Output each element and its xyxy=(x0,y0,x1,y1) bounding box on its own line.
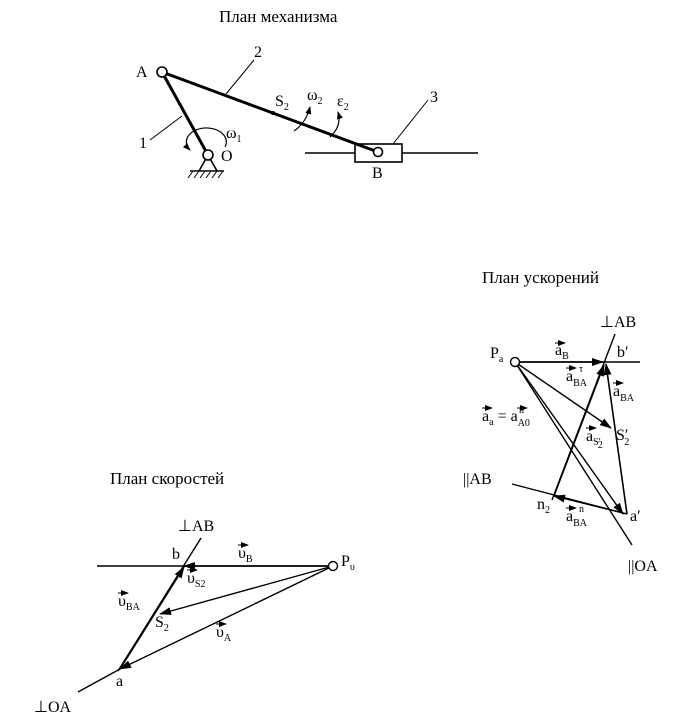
label-vel-s2: S2 xyxy=(155,614,169,634)
label-omega1: ω1 xyxy=(226,125,242,145)
label-acc-b: b′ xyxy=(617,344,629,361)
joint-o xyxy=(202,149,214,161)
label-vel-perp-oa: ⊥OA xyxy=(34,699,71,716)
label-link-3: 3 xyxy=(430,89,438,106)
acceleration-plan: ⊥AB ||AB ||OA Pa b′ a′ S′2 n2 aB aBAτ aB… xyxy=(463,314,658,575)
label-vel-perp-ab: ⊥AB xyxy=(178,518,214,535)
connecting-rod-link-2 xyxy=(161,70,379,154)
label-acc-n2: n2 xyxy=(537,496,550,516)
omega1-arc-icon xyxy=(182,127,227,151)
label-vel-b: b xyxy=(172,546,180,563)
epsilon2-arc-icon xyxy=(329,111,343,138)
mechanism-diagram: A O B 1 2 3 S2 ω1 ω2 ε2 xyxy=(136,44,478,182)
acc-par-oa-line xyxy=(514,361,633,546)
mechanism-plan-title: План механизма xyxy=(219,7,338,26)
vector-vba xyxy=(119,566,185,670)
leader-link-2 xyxy=(225,59,255,95)
label-point-b: B xyxy=(372,165,383,182)
velocity-plan: ⊥AB ⊥OA Pυ b a S2 υB υS2 υBA υA xyxy=(34,518,355,716)
label-acc-perp-ab: ⊥AB xyxy=(600,314,636,331)
label-acc-ab: aB xyxy=(555,342,569,362)
acceleration-pole xyxy=(509,356,521,368)
leader-link-3 xyxy=(392,99,429,145)
label-point-a: A xyxy=(136,64,148,81)
label-point-o: O xyxy=(221,148,233,165)
label-acc-aban: aBAn xyxy=(566,504,588,529)
label-vel-va: υA xyxy=(216,624,232,644)
label-acc-pole: Pa xyxy=(490,345,504,365)
label-vel-vs2: υS2 xyxy=(187,570,205,590)
label-omega2: ω2 xyxy=(307,87,323,107)
vector-va xyxy=(119,565,334,670)
vector-vs2 xyxy=(159,565,334,615)
label-vel-pole: Pυ xyxy=(341,553,355,573)
label-vel-vba: υBA xyxy=(118,593,141,613)
label-acc-s2: S′2 xyxy=(616,427,629,448)
joint-a xyxy=(156,66,168,78)
label-link-2: 2 xyxy=(254,44,262,61)
joint-b xyxy=(372,146,384,158)
label-link-1: 1 xyxy=(139,135,147,152)
velocity-plan-title: План скоростей xyxy=(110,469,224,488)
label-acc-par-oa: ||OA xyxy=(628,558,658,575)
crank-link-1 xyxy=(160,71,210,156)
acceleration-plan-title: План ускорений xyxy=(482,268,599,287)
label-epsilon2: ε2 xyxy=(337,93,349,113)
label-vel-a: a xyxy=(116,673,123,690)
vector-aban xyxy=(553,494,628,515)
label-acc-par-ab: ||AB xyxy=(463,471,492,488)
leader-link-1 xyxy=(149,115,183,141)
label-s2: S2 xyxy=(275,93,289,113)
vector-abat xyxy=(553,364,605,497)
vector-aba xyxy=(603,363,628,515)
vector-aa xyxy=(514,361,624,515)
label-acc-as2: aS′2 xyxy=(586,428,603,451)
omega2-arc-icon xyxy=(293,106,312,132)
vel-perp-oa-line xyxy=(77,668,121,693)
label-acc-abat: aBAτ xyxy=(566,364,588,389)
s2-point xyxy=(271,111,275,115)
velocity-pole xyxy=(327,560,339,572)
label-acc-a: a′ xyxy=(630,508,641,525)
label-acc-aa-equation: aa=aA0n xyxy=(482,405,530,429)
vector-as2 xyxy=(514,361,612,429)
label-acc-aba: aBA xyxy=(613,383,635,404)
label-vel-vb: υB xyxy=(238,545,253,565)
